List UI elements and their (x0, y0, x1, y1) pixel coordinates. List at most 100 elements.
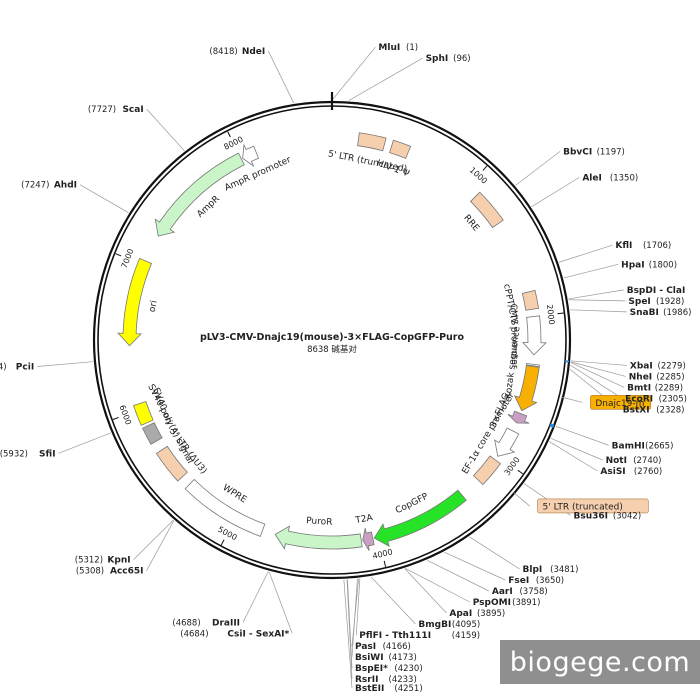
site-position: (96) (453, 54, 470, 64)
site-name: EcoRI (625, 394, 653, 404)
site-name: BstXI (623, 405, 650, 415)
site-position: (1928) (656, 297, 684, 307)
site-name: SphI (426, 54, 449, 64)
site-position: (4173) (389, 653, 417, 663)
site-leader (563, 263, 619, 279)
site-name: PasI (355, 642, 376, 652)
site-leader (570, 361, 626, 377)
site-leader (355, 578, 361, 636)
site-name: PciI (16, 362, 34, 372)
site-leader (568, 299, 626, 302)
site-name: NdeI (242, 47, 265, 57)
site-position: (1350) (610, 173, 638, 183)
site-name: BspDI - ClaI (627, 286, 686, 296)
site-position: (2305) (659, 394, 687, 404)
site-leader (331, 46, 376, 101)
site-name: NheI (629, 372, 652, 382)
feature-puror (274, 525, 363, 550)
site-position: (1197) (597, 147, 625, 157)
site-name: BsiWI (355, 653, 384, 663)
site-name: PflFI - Tth111I (359, 631, 431, 641)
site-leader (268, 571, 293, 634)
feature-t2a (362, 528, 375, 551)
feature-label: Dnajc19-m (595, 399, 644, 409)
site-name: BspEI* (355, 664, 388, 674)
site-position: (8418) (209, 47, 237, 57)
feature-3-flag (507, 410, 530, 424)
site-leader (370, 576, 416, 625)
tick-mark (220, 539, 225, 546)
tick-mark (557, 312, 564, 315)
plasmid-size: 8638 碱基对 (307, 344, 357, 355)
site-position: (2665) (645, 441, 673, 451)
feature-kozak-sequence (525, 363, 540, 368)
site-position: (2740) (633, 456, 661, 466)
site-position: (1) (406, 43, 418, 53)
feature-wpre (184, 478, 266, 537)
site-position: (5932) (0, 449, 28, 459)
site-leader (549, 441, 598, 472)
site-name: BstEII (355, 684, 384, 694)
tick-label: 5000 (216, 525, 238, 543)
tick-mark (517, 469, 524, 475)
site-name: AsiSI (600, 467, 625, 477)
site-position: (5308) (76, 567, 104, 577)
site-position: (1706) (643, 241, 671, 251)
site-name: BamHI (612, 441, 645, 451)
feature-copgfp (373, 489, 467, 548)
site-name: AleI (582, 173, 602, 183)
site-name: BmgBI (418, 620, 451, 630)
site-position: (3650) (536, 576, 564, 586)
site-position: (7727) (88, 105, 116, 115)
site-leader (346, 579, 353, 680)
site-leader (133, 519, 174, 560)
feature-sv40-ori (133, 400, 154, 426)
feature-label: WPRE (221, 483, 249, 506)
site-leader (570, 362, 625, 388)
feature-label: ori (148, 300, 160, 313)
site-position: (4251) (394, 684, 422, 694)
restriction-sites: MluI(1)SphI(96)BbvCI(1197)AleI(1350)KflI… (0, 43, 691, 694)
feature-label: 5' LTR (truncated) (543, 502, 623, 512)
site-leader (550, 438, 603, 461)
feature-ampr (154, 152, 245, 237)
feature-ori (117, 257, 153, 347)
site-leader (558, 244, 613, 263)
feature-ampr-promoter (242, 143, 260, 168)
site-leader (469, 536, 520, 570)
site-name: BlpI (523, 565, 543, 575)
site-position: (4688) (172, 618, 200, 628)
callout-box (590, 395, 652, 410)
site-name: ApaI (449, 609, 472, 619)
site-leader (79, 184, 129, 214)
feature-label: T2A (354, 513, 375, 526)
center-label: pLV3-CMV-Dnajc19(mouse)-3×FLAG-CopGFP-Pu… (200, 332, 465, 355)
site-leader (571, 360, 627, 366)
site-name: FseI (508, 576, 529, 586)
site-name: RsrII (355, 675, 378, 685)
site-name: MluI (378, 43, 400, 53)
site-leader (146, 108, 185, 152)
tick-label: 3000 (503, 455, 522, 477)
site-leader (515, 151, 561, 186)
site-name: Bsu36I (574, 511, 609, 521)
site-leader (347, 579, 353, 669)
site-position: (2328) (656, 405, 684, 415)
site-leader (146, 520, 175, 571)
site-leader (343, 579, 353, 689)
site-leader (267, 50, 295, 104)
site-position: (1800) (649, 260, 677, 270)
site-position: (4159) (452, 631, 480, 641)
site-leader (570, 365, 623, 399)
site-leader (427, 559, 490, 592)
site-name: Acc65I (110, 567, 144, 577)
feature-cppt-cts (521, 289, 540, 311)
insert-marks (549, 360, 570, 428)
site-name: SnaBI (630, 308, 659, 318)
site-name: NotI (606, 456, 627, 466)
callout-line (560, 396, 583, 403)
site-leader (348, 57, 423, 101)
insert-boundary (549, 423, 555, 428)
